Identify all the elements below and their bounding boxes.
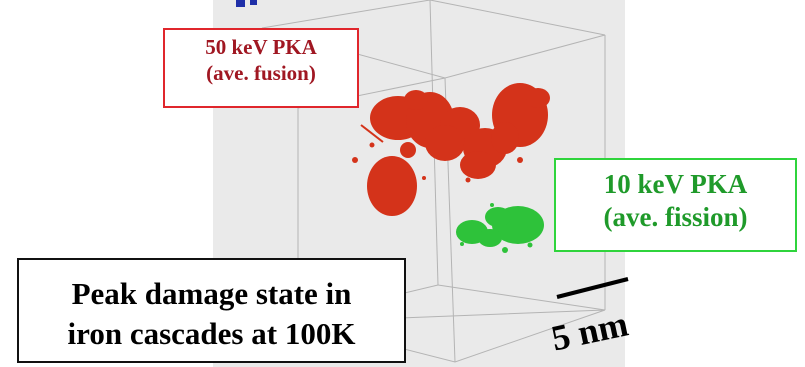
scale-bar (556, 277, 629, 299)
cascade-50kev (352, 83, 550, 216)
cascade-50kev-track (360, 124, 384, 143)
pka-50kev-title: 50 keV PKA (205, 35, 317, 59)
caption-box: Peak damage state in iron cascades at 10… (17, 258, 406, 363)
pka-10kev-subtitle: (ave. fission) (603, 201, 748, 232)
title-fragment (236, 0, 257, 7)
pka-50kev-label: 50 keV PKA (ave. fusion) (163, 28, 359, 108)
caption-line-1: Peak damage state in (71, 276, 352, 311)
pka-10kev-title: 10 keV PKA (603, 169, 748, 199)
pka-50kev-subtitle: (ave. fusion) (206, 60, 316, 85)
cascade-10kev (456, 203, 544, 253)
pka-10kev-label: 10 keV PKA (ave. fission) (554, 158, 797, 252)
caption-line-2: iron cascades at 100K (67, 315, 356, 351)
